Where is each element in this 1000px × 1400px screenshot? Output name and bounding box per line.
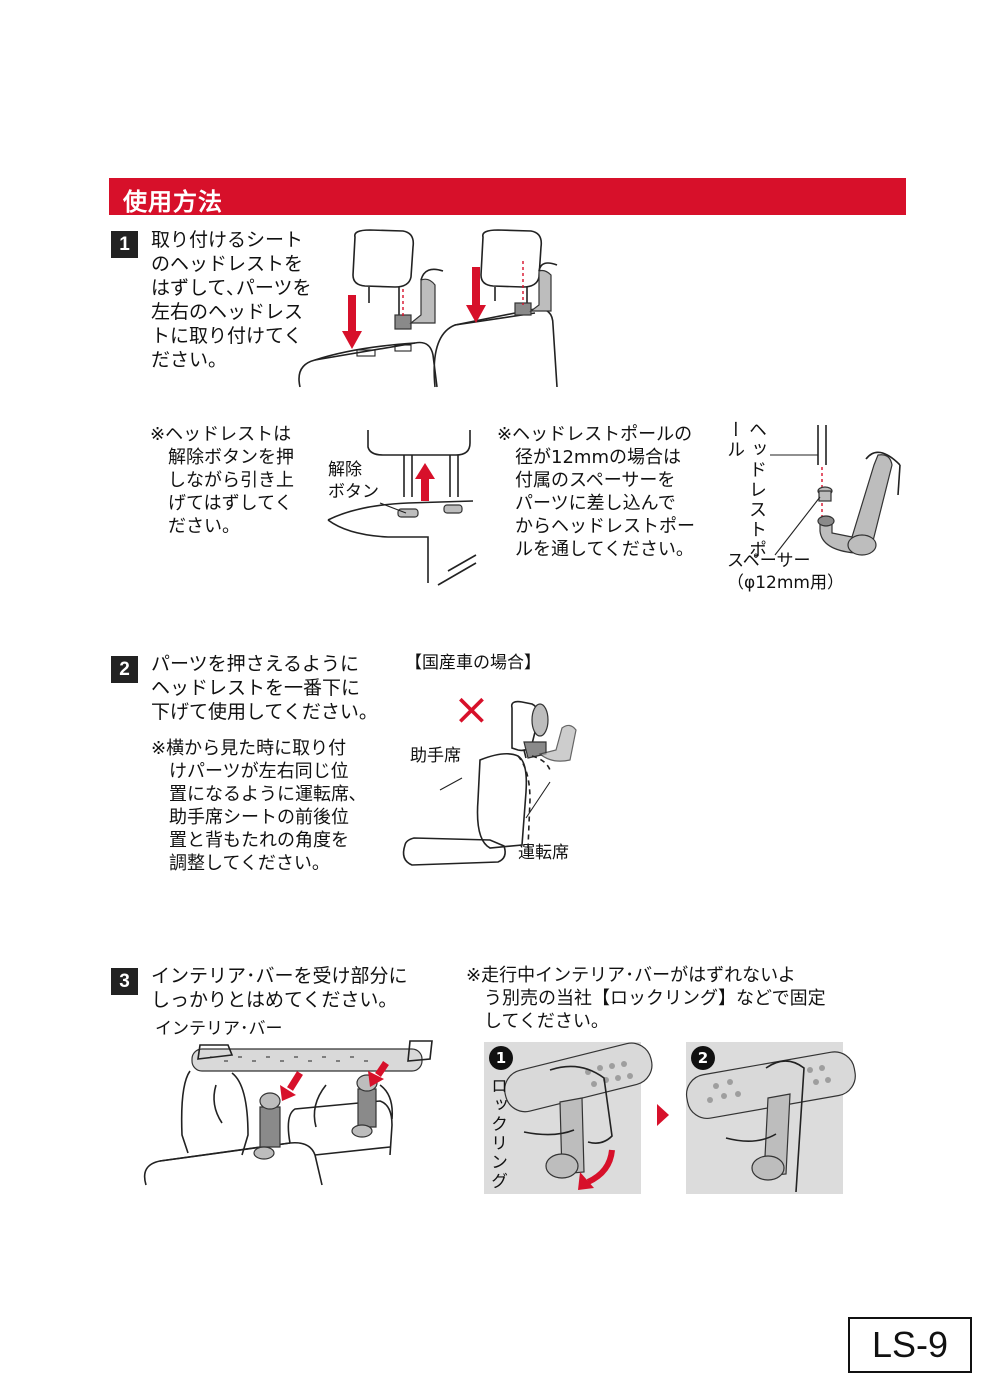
interior-bar-label: インテリア･バー: [155, 1019, 283, 1039]
step-3-text: インテリア･バーを受け部分に しっかりとはめてください。: [151, 965, 408, 1011]
page-number: LS-9: [871, 1324, 949, 1365]
release-illustration: [327, 430, 477, 586]
passenger-seat-label: 助手席: [410, 746, 461, 766]
step-3-badge: 3: [111, 968, 138, 995]
step-1-badge: 1: [111, 231, 138, 258]
next-arrow-icon: [657, 1104, 669, 1126]
step-2-text: パーツを押さえるように ヘッドレストを一番下に 下げて使用してください。: [151, 653, 378, 723]
section-title: 使用方法: [123, 188, 223, 216]
step-1-text: 取り付けるシート のヘッドレストを はずして､パーツを 左右のヘッドレス トに取…: [151, 229, 312, 371]
step-3-note: ※走行中インテリア･バーがはずれないよ う別売の当社【ロックリング】などで固定 …: [466, 965, 826, 1032]
release-note: ※ヘッドレストは 解除ボタンを押 しながら引き上 げてはずしてく ださい。: [150, 424, 294, 537]
step-1-illustration: [298, 229, 558, 388]
driver-seat-label: 運転席: [518, 843, 569, 863]
lock-ring-panel-1: [484, 1042, 653, 1194]
lock-ring-panel-2: [685, 1042, 856, 1194]
panel-1-number: 1: [489, 1046, 513, 1070]
step-2-illustration: [402, 700, 577, 866]
pole-label: ヘッドレストポール: [724, 420, 767, 560]
page-number-box: LS-9: [848, 1317, 972, 1373]
step-3-illustration: [143, 1040, 433, 1186]
spacer-note: ※ヘッドレストポールの 径が12mmの場合は 付属のスペーサーを パーツに差し込…: [497, 424, 695, 560]
spacer-illustration: [770, 425, 901, 556]
spacer-label: スペーサー （φ12mm用）: [727, 551, 844, 593]
release-button-label: 解除 ボタン: [328, 460, 379, 502]
wrong-mark: ×: [453, 684, 490, 735]
lock-ring-label: ロックリング: [487, 1077, 507, 1191]
step-2-note: ※横から見た時に取り付 けパーツが左右同じ位 置になるように運転席､ 助手席シー…: [151, 738, 358, 874]
step-2-badge: 2: [111, 656, 138, 683]
section-header: 使用方法: [109, 178, 906, 216]
step-2-caption: 【国産車の場合】: [405, 653, 541, 673]
panel-2-number: 2: [691, 1046, 715, 1070]
